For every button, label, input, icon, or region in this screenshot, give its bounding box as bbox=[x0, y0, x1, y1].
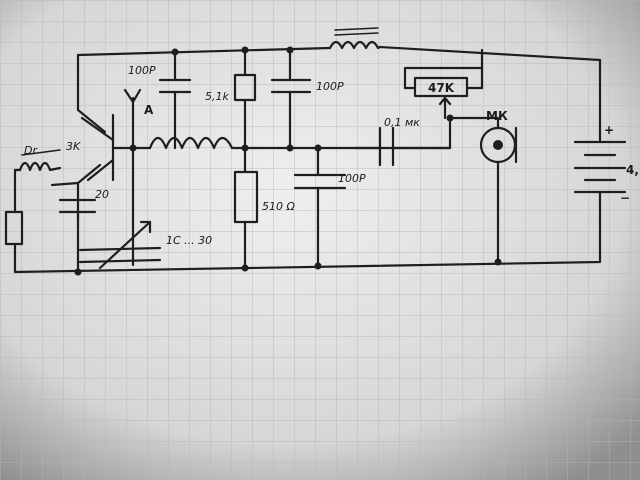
capacitor-mid-top bbox=[270, 78, 312, 94]
label-r-510: 510 Ω bbox=[262, 200, 295, 213]
inductor-left bbox=[18, 149, 62, 172]
variable-capacitor bbox=[78, 220, 162, 270]
label-minus: − bbox=[620, 191, 630, 205]
battery bbox=[573, 140, 627, 202]
microphone bbox=[479, 126, 518, 164]
label-coil-left: Dr bbox=[24, 144, 38, 157]
potentiometer-47k bbox=[403, 76, 484, 120]
label-c-var: 1C ... 30 bbox=[166, 234, 212, 247]
label-c-top: 100P bbox=[128, 64, 156, 77]
capacitor-01u bbox=[353, 126, 395, 167]
label-pot: 47K bbox=[428, 81, 455, 95]
capacitor-top-left bbox=[158, 78, 192, 94]
capacitor-100p-low bbox=[293, 173, 347, 190]
inductor-main bbox=[148, 136, 234, 150]
label-tr-3k: 3K bbox=[66, 140, 81, 153]
label-cap-01: 0,1 мк bbox=[384, 116, 420, 129]
label-mic: МК bbox=[486, 109, 508, 123]
resistor-5k1 bbox=[233, 73, 257, 102]
label-antenna: A bbox=[144, 103, 154, 117]
wires bbox=[13, 45, 602, 274]
resistor-left bbox=[4, 210, 24, 246]
label-battery-voltage: 4, bbox=[626, 163, 639, 177]
resistor-510 bbox=[233, 170, 259, 224]
label-r-5k1: 5,1k bbox=[205, 90, 229, 103]
label-c-mid-top: 100P bbox=[316, 80, 344, 93]
inductor-top bbox=[328, 27, 382, 50]
label-c-20: 20 bbox=[95, 188, 109, 201]
capacitor-20 bbox=[58, 198, 97, 222]
label-c-100-low: 100P bbox=[338, 172, 366, 185]
junction-dots bbox=[74, 46, 502, 276]
label-plus: + bbox=[604, 123, 614, 137]
